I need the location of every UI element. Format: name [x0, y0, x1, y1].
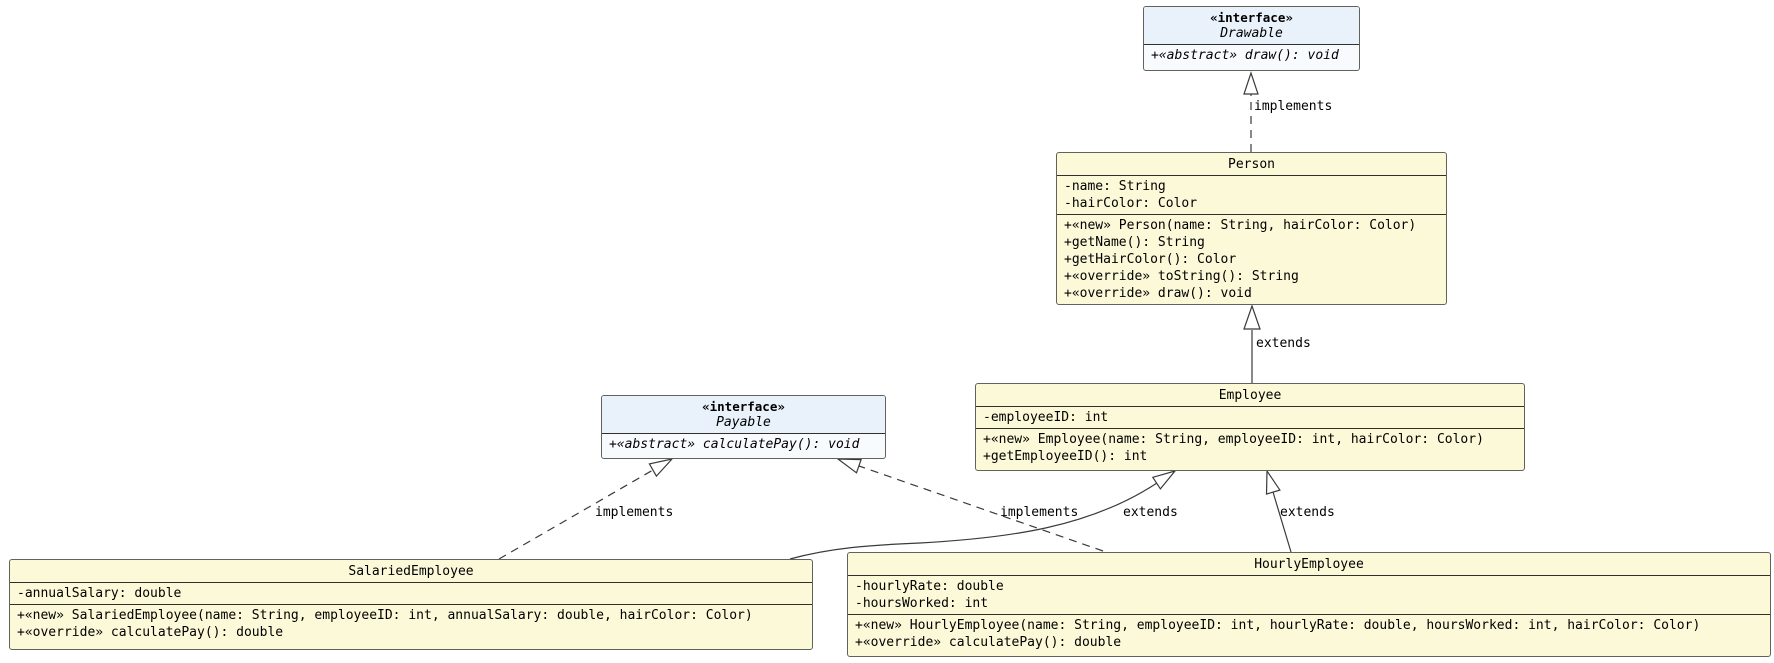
class-method: +«new» HourlyEmployee(name: String, empl…	[855, 618, 1701, 633]
class-method: +«override» calculatePay(): double	[855, 635, 1122, 650]
class-name: Drawable	[1220, 26, 1283, 41]
class-attribute: -hairColor: Color	[1064, 196, 1198, 211]
connector-person-implements-drawable: implements	[1243, 71, 1332, 152]
realization-line	[498, 469, 654, 560]
class-name: SalariedEmployee	[348, 564, 474, 579]
class-box-person: Person -name: String -hairColor: Color +«ne…	[1056, 152, 1447, 305]
class-name: Employee	[1218, 388, 1282, 403]
class-name: Payable	[716, 415, 771, 430]
class-title-compartment: SalariedEmployee	[10, 560, 812, 582]
connector-label: extends	[1280, 505, 1335, 520]
connector-hourlyemployee-implements-payable: implements	[836, 458, 1104, 552]
class-attributes-compartment: -name: String -hairColor: Color	[1057, 175, 1446, 214]
class-methods-compartment: +«new» Employee(name: String, employeeID…	[976, 428, 1524, 470]
class-box-employee: Employee -employeeID: int +«new» Employee(…	[975, 383, 1525, 471]
class-attributes-compartment: -annualSalary: double	[10, 582, 812, 604]
class-method: +«abstract» draw(): void	[1151, 48, 1339, 63]
class-name: Person	[1228, 157, 1275, 172]
class-method: +«new» Employee(name: String, employeeID…	[983, 432, 1484, 447]
class-attribute: -employeeID: int	[983, 410, 1109, 425]
class-methods-compartment: +«abstract» calculatePay(): void	[602, 433, 885, 458]
class-method: +«override» calculatePay(): double	[17, 625, 284, 640]
class-method: +getHairColor(): Color	[1064, 252, 1237, 267]
class-method: +«override» draw(): void	[1064, 286, 1252, 301]
class-box-salariedemployee: SalariedEmployee -annualSalary: double +«n…	[9, 559, 813, 650]
connector-label: implements	[1254, 99, 1332, 114]
class-attribute: -hoursWorked: int	[855, 596, 989, 611]
connector-salariedemployee-implements-payable: implements	[498, 458, 674, 560]
class-attributes-compartment: -employeeID: int	[976, 406, 1524, 428]
class-box-payable: «interface»Payable +«abstract» calculateP…	[601, 395, 886, 459]
connector-salariedemployee-extends-employee: extends	[789, 469, 1178, 560]
class-methods-compartment: +«new» HourlyEmployee(name: String, empl…	[848, 614, 1770, 656]
class-method: +«new» SalariedEmployee(name: String, em…	[17, 608, 753, 623]
connector-label: extends	[1123, 505, 1178, 520]
class-box-hourlyemployee: HourlyEmployee -hourlyRate: double -hoursW…	[847, 552, 1771, 657]
class-title-compartment: Employee	[976, 384, 1524, 406]
connector-label: implements	[1000, 505, 1078, 520]
hollow-triangle-arrowhead-icon	[1243, 304, 1261, 330]
hollow-triangle-arrowhead-icon	[1265, 469, 1281, 495]
class-method: +«abstract» calculatePay(): void	[609, 437, 860, 452]
class-method: +getEmployeeID(): int	[983, 449, 1148, 464]
interface-stereotype: «interface»	[702, 399, 785, 414]
class-title-compartment: «interface»Drawable	[1144, 7, 1359, 44]
hollow-triangle-arrowhead-icon	[1243, 71, 1259, 95]
class-methods-compartment: +«abstract» draw(): void	[1144, 44, 1359, 70]
generalization-line	[1272, 491, 1292, 553]
class-attribute: -annualSalary: double	[17, 586, 182, 601]
hollow-triangle-arrowhead-icon	[836, 458, 862, 474]
generalization-line	[789, 482, 1158, 560]
class-box-drawable: «interface»Drawable +«abstract» draw(): v…	[1143, 6, 1360, 71]
class-attribute: -hourlyRate: double	[855, 579, 1004, 594]
class-method: +«new» Person(name: String, hairColor: C…	[1064, 218, 1417, 233]
realization-line	[858, 465, 1104, 552]
class-title-compartment: «interface»Payable	[602, 396, 885, 433]
connector-employee-extends-person: extends	[1243, 304, 1311, 383]
hollow-triangle-arrowhead-icon	[1151, 469, 1177, 490]
connector-label: implements	[595, 505, 673, 520]
class-methods-compartment: +«new» SalariedEmployee(name: String, em…	[10, 604, 812, 649]
hollow-triangle-arrowhead-icon	[648, 458, 674, 478]
connector-label: extends	[1256, 336, 1311, 351]
class-attribute: -name: String	[1064, 179, 1166, 194]
class-methods-compartment: +«new» Person(name: String, hairColor: C…	[1057, 214, 1446, 304]
class-method: +«override» toString(): String	[1064, 269, 1299, 284]
class-method: +getName(): String	[1064, 235, 1205, 250]
class-name: HourlyEmployee	[1254, 557, 1364, 572]
interface-stereotype: «interface»	[1210, 10, 1293, 25]
class-title-compartment: HourlyEmployee	[848, 553, 1770, 575]
connector-hourlyemployee-extends-employee: extends	[1265, 469, 1335, 553]
class-attributes-compartment: -hourlyRate: double -hoursWorked: int	[848, 575, 1770, 614]
class-title-compartment: Person	[1057, 153, 1446, 175]
